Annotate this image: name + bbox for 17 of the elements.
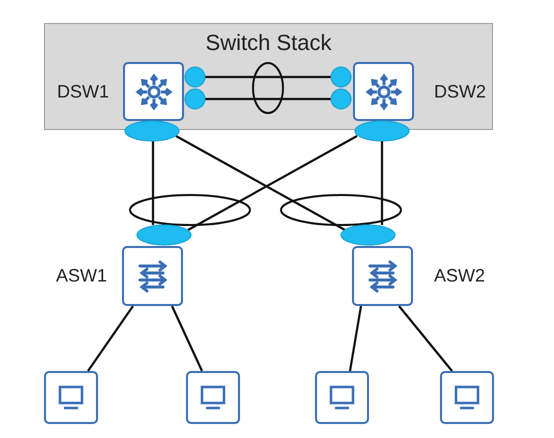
link-line bbox=[380, 141, 384, 225]
device-label: DSW1 bbox=[57, 81, 110, 102]
computer-box bbox=[186, 371, 240, 424]
link-line bbox=[348, 306, 362, 372]
device-label: ASW2 bbox=[434, 266, 485, 286]
device-label: DSW2 bbox=[434, 81, 486, 102]
stack-band bbox=[44, 23, 493, 130]
device-label: ASW1 bbox=[56, 266, 108, 286]
link-line bbox=[205, 98, 331, 100]
link-line bbox=[398, 305, 453, 372]
link-line bbox=[87, 305, 134, 372]
computer-box bbox=[44, 371, 98, 424]
computer-box bbox=[440, 371, 494, 424]
link-line bbox=[171, 306, 203, 372]
group-title: Switch Stack bbox=[204, 30, 332, 56]
computer-box bbox=[315, 371, 369, 424]
link-line bbox=[205, 76, 331, 78]
